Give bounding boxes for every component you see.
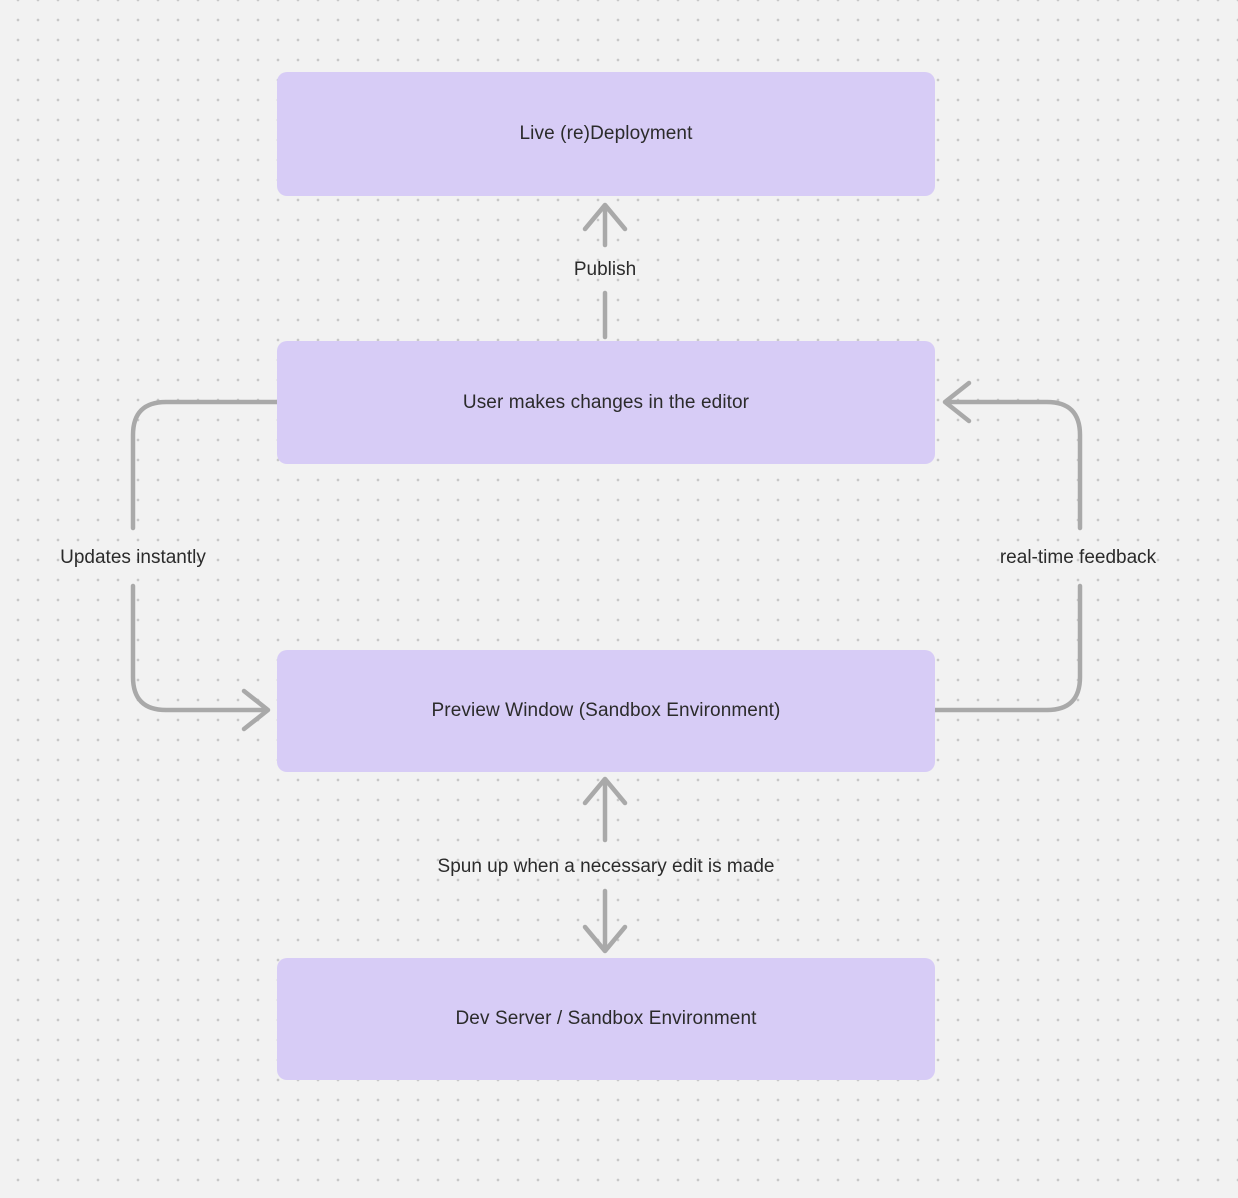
node-editor-label: User makes changes in the editor [462,391,750,413]
edge-label-real-time-feedback: real-time feedback [999,547,1157,568]
edge-label-publish: Publish [573,259,637,280]
node-editor[interactable]: User makes changes in the editor [277,341,935,464]
edge-label-updates-instantly: Updates instantly [60,547,206,568]
node-preview-window-label: Preview Window (Sandbox Environment) [431,700,781,721]
node-live-deployment[interactable]: Live (re)Deployment [277,72,935,196]
node-live-deployment-label: Live (re)Deployment [519,123,693,144]
node-preview-window[interactable]: Preview Window (Sandbox Environment) [277,650,935,772]
node-dev-server-label: Dev Server / Sandbox Environment [455,1008,757,1029]
node-dev-server[interactable]: Dev Server / Sandbox Environment [277,958,935,1080]
edge-label-spun-up: Spun up when a necessary edit is made [437,856,775,877]
